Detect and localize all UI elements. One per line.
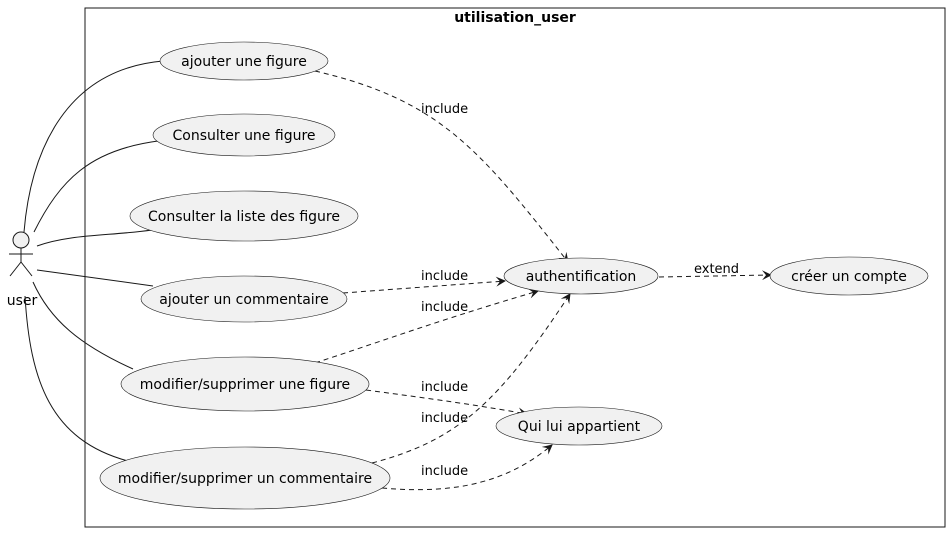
use-case-consulter-figure: Consulter une figure [152, 113, 336, 157]
actor-right-leg [20, 261, 33, 277]
use-case-ellipse [495, 406, 663, 446]
include-label-3: include [421, 300, 468, 315]
include-label-2: include [421, 269, 468, 284]
assoc-modifier-figure [32, 281, 134, 370]
use-case-modifier-figure: modifier/supprimer une figure [120, 356, 370, 412]
include-label-4: include [421, 380, 468, 395]
use-case-modifier-commentaire: modifier/supprimer un commentaire [99, 446, 391, 510]
use-case-ellipse [129, 190, 359, 242]
include-label-5: include [421, 411, 468, 426]
system-boundary [84, 7, 946, 528]
assoc-consulter-liste [36, 229, 153, 247]
use-case-consulter-liste: Consulter la liste des figure [129, 190, 359, 242]
use-case-ellipse [152, 113, 336, 157]
actor-head [12, 231, 30, 249]
use-case-creer-compte: créer un compte [769, 256, 929, 296]
use-case-ellipse [120, 356, 370, 412]
actor-left-leg [9, 261, 22, 277]
use-case-label: authentification [526, 269, 637, 285]
assoc-modifier-commentaire [24, 295, 129, 462]
assoc-consulter-figure [33, 140, 159, 233]
extend-auth-creer [658, 270, 772, 281]
include-modif-comm-qui [381, 444, 553, 491]
include-ajouter-figure-auth [314, 70, 569, 263]
use-case-ellipse [159, 41, 329, 81]
use-case-label: ajouter un commentaire [159, 292, 328, 308]
use-case-label: Qui lui appartient [518, 419, 641, 435]
include-modif-comm-auth [371, 293, 571, 464]
use-case-qui-lui-appartient: Qui lui appartient [495, 406, 663, 446]
use-case-ellipse [99, 446, 391, 510]
include-commentaire-auth [342, 276, 506, 294]
actor-user [9, 231, 33, 277]
use-case-label: Consulter la liste des figure [148, 209, 340, 225]
actor-label: user [7, 293, 38, 309]
use-case-ellipse [140, 275, 348, 323]
assoc-ajouter-figure [23, 60, 164, 233]
use-case-label: modifier/supprimer une figure [140, 377, 350, 393]
system-title: utilisation_user [454, 10, 576, 26]
use-case-label: Consulter une figure [172, 128, 315, 144]
assoc-ajouter-commentaire [36, 269, 154, 287]
use-case-ajouter-figure: ajouter une figure [159, 41, 329, 81]
include-label-6: include [421, 464, 468, 479]
include-modif-figure-auth [314, 288, 539, 364]
use-case-ajouter-commentaire: ajouter un commentaire [140, 275, 348, 323]
extend-label: extend [694, 262, 739, 277]
use-case-ellipse [769, 256, 929, 296]
use-case-ellipse [503, 257, 659, 295]
include-label-1: include [421, 102, 468, 117]
use-case-authentification: authentification [503, 257, 659, 295]
use-case-label: modifier/supprimer un commentaire [118, 471, 372, 487]
use-case-label: créer un compte [791, 269, 907, 285]
use-case-label: ajouter une figure [181, 54, 307, 70]
